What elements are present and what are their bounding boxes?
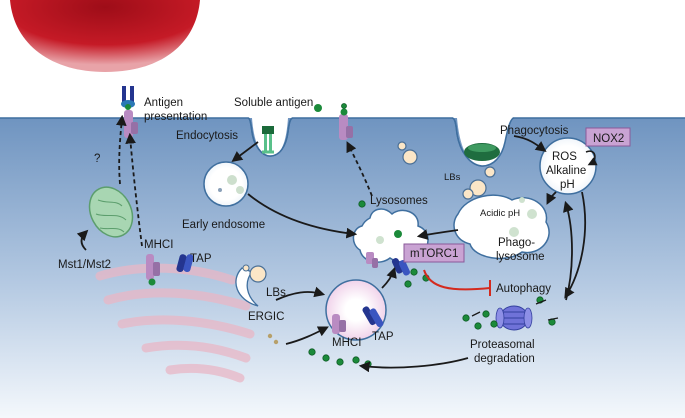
label-proteasomal: Proteasomal [470, 339, 535, 351]
label-phago: Phago- [498, 237, 535, 249]
label-early-endosome: Early endosome [182, 219, 265, 231]
mtorc1-box [403, 243, 465, 263]
label-lysosome: lysosome [496, 251, 545, 263]
label-soluble-antigen: Soluble antigen [234, 97, 313, 109]
mitochondrion [88, 186, 134, 238]
phagocytosed-particle [464, 143, 500, 161]
t-cell [10, 0, 200, 72]
label-mhci-bottom: MHCI [332, 337, 361, 349]
er-crescent [235, 264, 267, 307]
peptide-fragments [471, 299, 559, 321]
surface-mhc [339, 108, 353, 140]
label-ros: ROS [552, 151, 577, 163]
label-phagocytosis: Phagocytosis [500, 125, 569, 137]
mhci-tap-left [146, 254, 194, 286]
label-alkaline: Alkaline [546, 165, 586, 177]
label-lbs-top: LBs [444, 172, 461, 183]
label-acidic-ph: Acidic pH [480, 208, 520, 219]
label-endocytosis: Endocytosis [176, 130, 238, 142]
proteasome [495, 305, 533, 331]
label-lbs-bottom: LBs [266, 287, 286, 299]
label-tap-top: TAP [190, 253, 212, 265]
phagosome-ros [539, 137, 598, 195]
mtorc1-inhibition [423, 269, 491, 296]
mhci-tap-lysosome [366, 252, 411, 276]
label-autophagy: Autophagy [496, 283, 551, 295]
label-question: ? [94, 153, 100, 165]
pathway-arrows [76, 114, 587, 373]
label-lysosomes: Lysosomes [370, 195, 428, 207]
label-ergic: ERGIC [248, 311, 284, 323]
label-mtorc1: mTORC1 [410, 248, 458, 260]
label-presentation: presentation [144, 111, 207, 123]
label-degradation: degradation [474, 353, 535, 365]
label-antigen: Antigen [144, 97, 183, 109]
nox2-box [585, 127, 631, 147]
label-mhci-top: MHCI [144, 239, 173, 251]
label-mst: Mst1/Mst2 [58, 259, 111, 271]
early-endosome [203, 161, 249, 207]
label-tap-bottom: TAP [372, 331, 394, 343]
antigen-receptor [262, 126, 274, 154]
label-ph: pH [560, 179, 575, 191]
soluble-antigen-dot [314, 104, 322, 112]
endoplasmic-reticulum [95, 263, 255, 383]
lipid-bodies-top [397, 141, 496, 200]
mhci-tap-ergic [332, 306, 384, 334]
label-nox2: NOX2 [593, 133, 624, 145]
phagolysosome [453, 194, 550, 260]
